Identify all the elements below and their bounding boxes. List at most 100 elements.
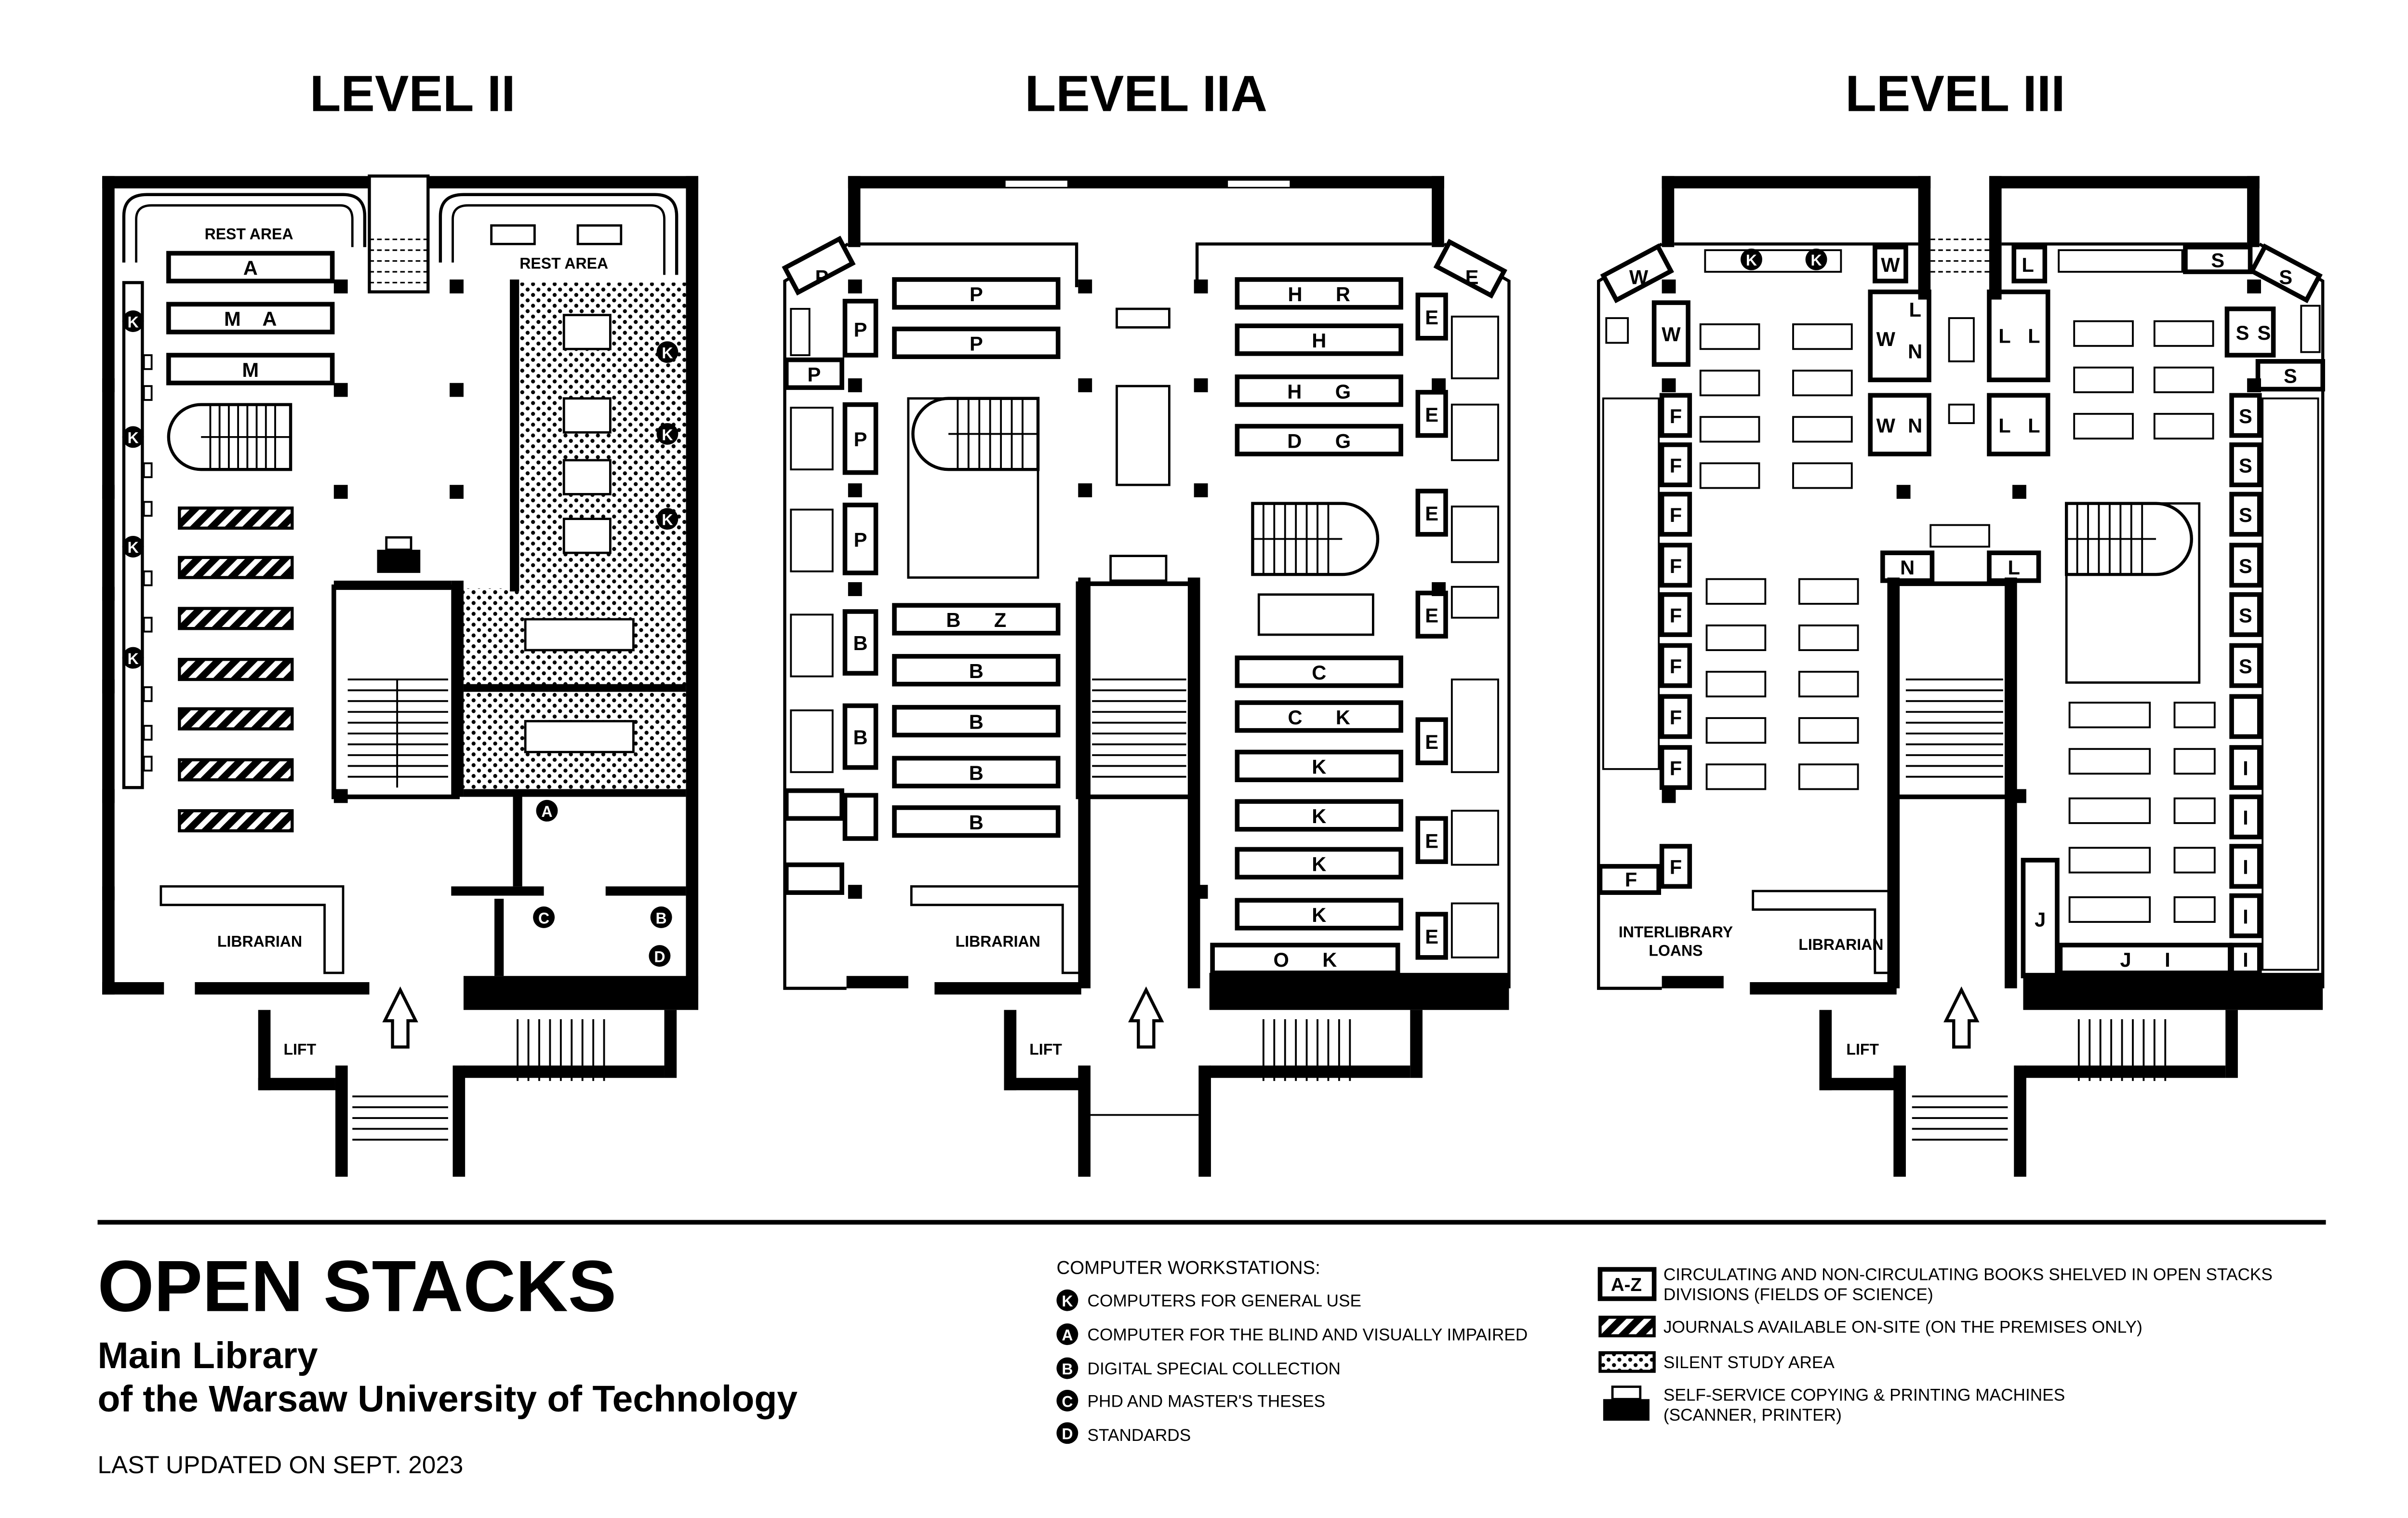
shelf-label: F [1670, 405, 1682, 427]
shelf-label: I [2243, 806, 2248, 829]
workstation-k-marker: K [128, 650, 139, 667]
shelf-label: E [1425, 925, 1438, 948]
legend-label: COMPUTER FOR THE BLIND AND VISUALLY IMPA… [1088, 1325, 1528, 1344]
shelf-label: S [2239, 604, 2252, 626]
shelf-label: S [2279, 266, 2292, 289]
shelf-label: W [1629, 266, 1649, 289]
workstation-a-marker: A [541, 803, 552, 820]
shelf-label: I [2243, 856, 2248, 879]
level-ii-title: LEVEL II [310, 66, 516, 122]
interlibrary-label: INTERLIBRARY [1619, 923, 1733, 941]
librarian-label: LIBRARIAN [217, 932, 302, 950]
shelf-label: J I [2120, 948, 2170, 971]
shelf-label: F [1670, 454, 1682, 477]
shelf-label: W [1881, 253, 1900, 276]
legend-silent-area-symbol [1598, 1351, 1656, 1373]
shelf-label: K [1312, 852, 1326, 875]
shelf-label: E [1425, 502, 1438, 525]
shelf-label: P [854, 319, 867, 341]
legend-label: STANDARDS [1088, 1426, 1191, 1445]
workstation-k-marker: K [1811, 252, 1822, 269]
workstations-legend-heading: COMPUTER WORKSTATIONS: [1056, 1258, 1320, 1278]
lift-label: LIFT [1029, 1041, 1062, 1058]
shelf-label: L [1998, 414, 2010, 437]
workstation-k-marker: K [128, 539, 139, 556]
shelf-label: L [2028, 414, 2040, 437]
workstation-b-marker: B [656, 909, 667, 927]
shelf-label: N [1908, 340, 1922, 362]
workstation-c-marker: C [538, 909, 549, 927]
shelf-label: P [815, 266, 829, 289]
legend-label: JOURNALS AVAILABLE ON-SITE (ON THE PREMI… [1663, 1318, 2142, 1336]
legend-key-k: K [1062, 1292, 1073, 1310]
librarian-label: LIBRARIAN [1798, 936, 1883, 953]
level-iia-plan [782, 176, 1511, 1177]
symbols-legend: A-Z CIRCULATING AND NON-CIRCULATING BOOK… [1597, 1265, 2273, 1425]
shelf-label: M [242, 359, 259, 381]
workstation-k-marker: K [128, 313, 139, 331]
workstations-legend: K COMPUTERS FOR GENERAL USE A COMPUTER F… [1056, 1289, 1528, 1445]
legend-label: SELF-SERVICE COPYING & PRINTING MACHINES [1663, 1385, 2065, 1404]
rest-area-label: REST AREA [205, 226, 293, 243]
shelf-label: P [854, 528, 867, 551]
legend-key-a-z: A-Z [1611, 1275, 1642, 1295]
shelf-label: M A [224, 307, 277, 330]
legend-label: DIGITAL SPECIAL COLLECTION [1088, 1359, 1341, 1378]
shelf-label: S [2239, 405, 2252, 427]
workstation-k-marker: K [1746, 252, 1757, 269]
shelf-label: F [1625, 868, 1637, 891]
printer-icon [1603, 1385, 1650, 1421]
shelf-label: F [1670, 706, 1682, 729]
shelf-label: E [1425, 604, 1438, 626]
legend-key-c: C [1062, 1393, 1073, 1410]
shelf-label: F [1670, 655, 1682, 678]
shelf-label: F [1670, 555, 1682, 577]
workstation-k-marker: K [128, 429, 139, 447]
workstation-d-marker: D [654, 948, 665, 965]
shelf-label: L [2008, 556, 2020, 579]
shelf-label: L [1998, 324, 2010, 347]
shelf-label: S [2239, 655, 2252, 678]
lift-label: LIFT [1846, 1041, 1879, 1058]
shelf-label: P [854, 428, 867, 451]
subtitle: Main Library [97, 1335, 318, 1376]
legend-label: CIRCULATING AND NON-CIRCULATING BOOKS SH… [1663, 1265, 2273, 1284]
legend-key-b: B [1062, 1360, 1073, 1378]
shelf-label: F [1670, 604, 1682, 626]
shelf-label: N [1908, 414, 1922, 437]
shelf-label: B [969, 660, 984, 682]
legend-key-d: D [1062, 1425, 1073, 1443]
legend-label: DIVISIONS (FIELDS OF SCIENCE) [1663, 1285, 1933, 1304]
shelf-label: C [1312, 661, 1326, 684]
shelf-label: H G [1287, 380, 1351, 403]
shelf-label: H [1312, 329, 1326, 352]
level-iii-plan [1597, 176, 2325, 1177]
subtitle: of the Warsaw University of Technology [97, 1378, 798, 1420]
shelf-label: D G [1287, 429, 1351, 452]
shelf-label: H R [1288, 283, 1350, 306]
legend-shelf-symbol [1597, 1267, 1657, 1301]
shelf-label: F [1670, 757, 1682, 780]
shelf-label: I [2243, 757, 2248, 780]
legend-label: COMPUTERS FOR GENERAL USE [1088, 1292, 1361, 1310]
level-iia-title: LEVEL IIA [1025, 66, 1267, 122]
librarian-label: LIBRARIAN [956, 932, 1040, 950]
shelf-label: B [853, 726, 867, 749]
shelf-label: E [1465, 266, 1479, 289]
workstation-k-marker: K [662, 511, 673, 529]
shelf-label: P [807, 363, 821, 386]
shelf-label: B [853, 632, 867, 654]
shelf-label: W [1876, 328, 1896, 350]
divider [97, 1220, 2326, 1225]
interlibrary-label: LOANS [1649, 942, 1703, 959]
shelf-label: S [2239, 555, 2252, 577]
shelf-label: P [970, 332, 983, 355]
shelf-label: F [1670, 856, 1682, 879]
shelf-label: S [2284, 365, 2297, 387]
last-updated: LAST UPDATED ON SEPT. 2023 [97, 1451, 463, 1478]
shelf-label: F [1670, 504, 1682, 526]
legend-journals-symbol [1598, 1316, 1656, 1338]
shelf-label: S [2236, 321, 2249, 344]
shelf-label: K [1312, 755, 1326, 778]
